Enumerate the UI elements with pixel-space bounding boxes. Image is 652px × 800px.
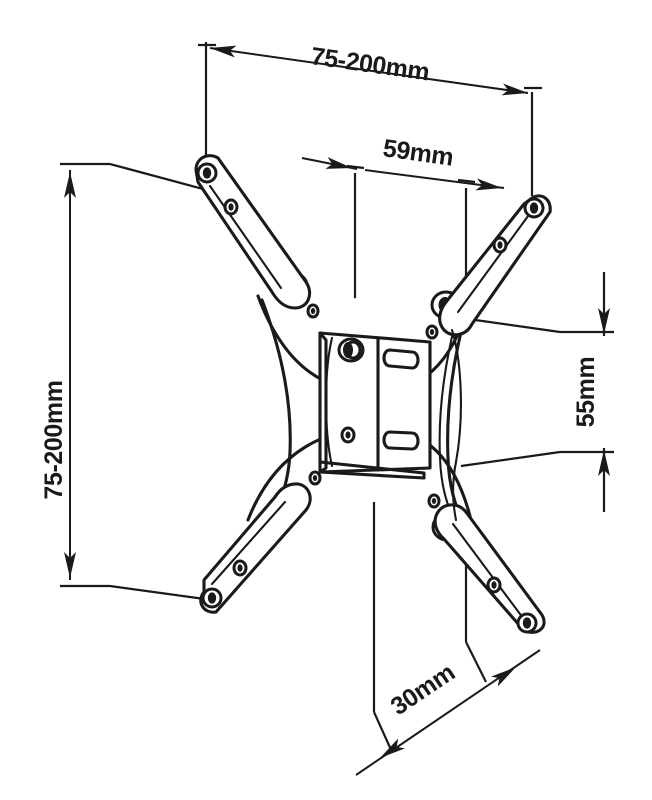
arm-top-right-hole-mid-inner bbox=[497, 241, 503, 249]
arm-bottom-left-outline bbox=[199, 482, 312, 614]
witness-tick-59-right bbox=[457, 178, 476, 184]
arm-top-left-hole-end-inner bbox=[202, 167, 212, 179]
arm-bottom-right-hole-mid-inner bbox=[491, 581, 497, 589]
arm-top-left-inner-line bbox=[208, 184, 283, 290]
plate-hole-inner bbox=[345, 431, 351, 439]
arm-top-right-hole-end-inner bbox=[529, 202, 539, 214]
arm-bottom-left-inner-line bbox=[210, 500, 287, 586]
center-plate-bottom-flange bbox=[318, 460, 426, 480]
boss-inner-hole bbox=[343, 342, 353, 358]
hub-small-hole-bottom-left-inner bbox=[312, 475, 318, 481]
dimension-label-height-55: 55mm bbox=[572, 357, 600, 428]
arm-bottom-right bbox=[433, 503, 546, 634]
arm-bottom-right-inner-line bbox=[451, 522, 525, 620]
wall-mount-bracket-body bbox=[194, 154, 552, 634]
hub-small-hole-bottom-right-inner bbox=[431, 498, 437, 504]
leader-height-top bbox=[109, 162, 208, 192]
dimension-height-55: 55mm bbox=[460, 272, 614, 512]
dimension-height-range: 75-200mm bbox=[40, 162, 213, 602]
slot-upper-outline bbox=[382, 348, 420, 370]
arm-bottom-left-hole-end-inner bbox=[207, 592, 217, 604]
dimension-label-height-range: 75-200mm bbox=[40, 380, 68, 499]
arm-bottom-left-hole-mid-inner bbox=[237, 564, 243, 572]
center-plate-outline bbox=[318, 331, 432, 474]
bracket-right-lip bbox=[450, 328, 462, 522]
arm-top-right bbox=[438, 194, 552, 337]
witness-tick-59-left bbox=[346, 164, 365, 170]
hub-small-hole-top-right-inner bbox=[429, 329, 435, 335]
center-plate-boss bbox=[337, 337, 365, 363]
arm-bottom-left bbox=[199, 482, 312, 614]
dim-line-59-right bbox=[364, 169, 505, 189]
arm-top-right-inner-line bbox=[456, 210, 533, 314]
arm-bottom-right-hole-end-inner bbox=[522, 617, 532, 629]
arm-bottom-right-outline bbox=[433, 503, 546, 634]
center-plate-slot-upper bbox=[382, 348, 420, 370]
dim-line-width bbox=[209, 47, 529, 94]
slot-lower-fill bbox=[384, 432, 418, 449]
arm-top-left-hole-mid-inner bbox=[228, 203, 234, 211]
leader-height-bottom bbox=[109, 584, 213, 602]
center-plate-slot-lower bbox=[382, 430, 420, 451]
witness-tick-30-left bbox=[372, 711, 394, 753]
arm-top-right-outline bbox=[438, 194, 552, 337]
hub-small-hole-top-left-inner bbox=[310, 308, 316, 314]
bracket-right-edge-inner bbox=[438, 314, 459, 526]
leader-55-top bbox=[460, 316, 561, 334]
arm-top-left-outline bbox=[194, 154, 312, 310]
center-plate-inner-curve bbox=[324, 336, 334, 468]
arm-top-left-fill bbox=[196, 155, 310, 308]
leader-55-bottom bbox=[460, 450, 561, 468]
center-plate-hole-lower-left bbox=[340, 426, 356, 444]
arm-bottom-left-fill bbox=[200, 483, 311, 613]
center-mounting-plate bbox=[318, 331, 432, 480]
slot-upper-fill bbox=[384, 350, 418, 368]
slot-lower-outline bbox=[382, 430, 420, 451]
arm-top-left bbox=[194, 154, 312, 310]
witness-tick-30-right bbox=[465, 641, 487, 683]
